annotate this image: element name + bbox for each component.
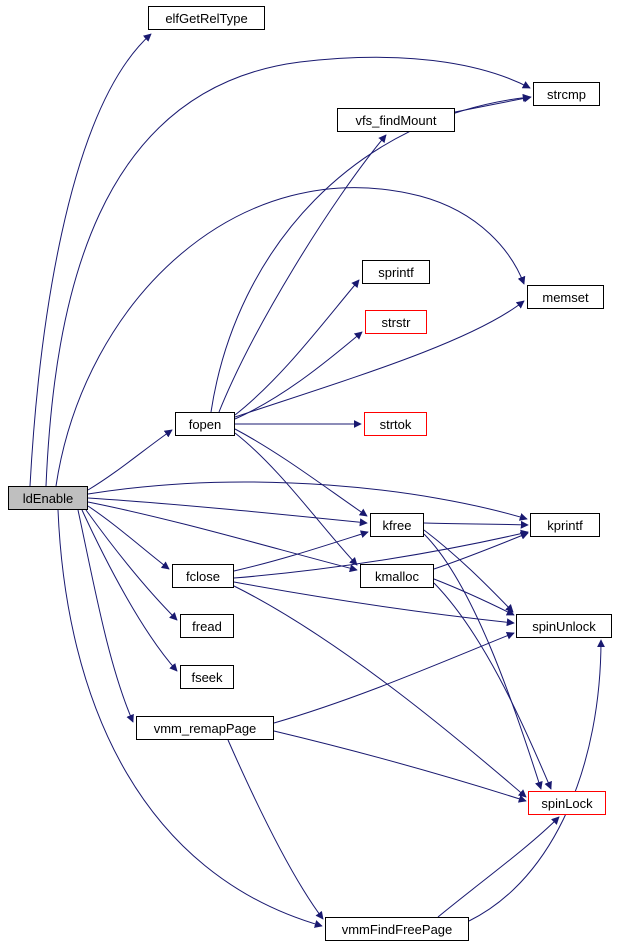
node-fread[interactable]: fread	[180, 614, 234, 638]
edge-vmmFindFreePage-to-spinLock	[437, 816, 560, 918]
edge-fopen-to-strstr	[234, 331, 363, 420]
edge-fopen-to-vfs_findMount	[218, 134, 387, 413]
edge-ldEnable-to-vmmFindFreePage	[57, 509, 323, 928]
edge-ldEnable-to-elfGetRelType	[29, 33, 152, 487]
edge-ldEnable-to-fseek	[81, 509, 178, 672]
node-sprintf[interactable]: sprintf	[362, 260, 430, 284]
node-elfGetRelType[interactable]: elfGetRelType	[148, 6, 265, 30]
node-spinUnlock[interactable]: spinUnlock	[516, 614, 612, 638]
node-strstr[interactable]: strstr	[365, 310, 427, 334]
edge-ldEnable-to-kmalloc	[87, 501, 358, 573]
edge-fclose-to-spinLock	[233, 585, 527, 798]
edge-fopen-to-sprintf	[234, 279, 360, 416]
edge-ldEnable-to-memset	[55, 187, 526, 487]
node-ldEnable: ldEnable	[8, 486, 88, 510]
node-kmalloc[interactable]: kmalloc	[360, 564, 434, 588]
node-vmmFindFreePage[interactable]: vmmFindFreePage	[325, 917, 469, 941]
edge-ldEnable-to-kfree	[87, 497, 368, 527]
edge-kmalloc-to-kprintf	[433, 532, 529, 570]
edge-kfree-to-spinUnlock	[423, 529, 514, 613]
edge-vmm_remapPage-to-spinLock	[273, 730, 527, 803]
edge-fclose-to-spinUnlock	[233, 581, 515, 627]
edge-ldEnable-to-fopen	[87, 429, 173, 491]
node-fclose[interactable]: fclose	[172, 564, 234, 588]
node-fseek[interactable]: fseek	[180, 665, 234, 689]
node-strtok[interactable]: strtok	[364, 412, 427, 436]
node-strcmp[interactable]: strcmp	[533, 82, 600, 106]
node-vmm_remapPage[interactable]: vmm_remapPage	[136, 716, 274, 740]
edge-kfree-to-kprintf	[423, 520, 529, 529]
edge-ldEnable-to-strcmp	[45, 56, 531, 487]
node-kprintf[interactable]: kprintf	[530, 513, 600, 537]
edge-fopen-to-kfree	[234, 428, 368, 517]
edge-vmm_remapPage-to-spinUnlock	[273, 631, 515, 724]
edge-fopen-to-memset	[234, 300, 525, 418]
edge-fclose-to-kfree	[233, 530, 369, 572]
edge-kmalloc-to-spinUnlock	[433, 578, 515, 616]
edge-ldEnable-to-fclose	[87, 505, 170, 570]
node-spinLock[interactable]: spinLock	[528, 791, 606, 815]
node-kfree[interactable]: kfree	[370, 513, 424, 537]
edge-ldEnable-to-vmm_remapPage	[77, 509, 134, 723]
edge-kfree-to-spinLock	[423, 533, 543, 790]
edge-vfs_findMount-to-strcmp	[454, 94, 532, 113]
edge-ldEnable-to-kprintf	[87, 481, 528, 521]
edge-kmalloc-to-spinLock	[433, 582, 552, 790]
edge-fopen-to-kmalloc	[234, 432, 358, 566]
node-memset[interactable]: memset	[527, 285, 604, 309]
edge-fclose-to-kprintf	[233, 529, 529, 579]
edge-vmm_remapPage-to-vmmFindFreePage	[227, 739, 324, 920]
node-fopen[interactable]: fopen	[175, 412, 235, 436]
edge-vmmFindFreePage-to-spinUnlock	[468, 639, 605, 922]
edge-ldEnable-to-fread	[85, 509, 178, 621]
node-vfs_findMount[interactable]: vfs_findMount	[337, 108, 455, 132]
edge-fopen-to-strcmp	[210, 93, 531, 413]
